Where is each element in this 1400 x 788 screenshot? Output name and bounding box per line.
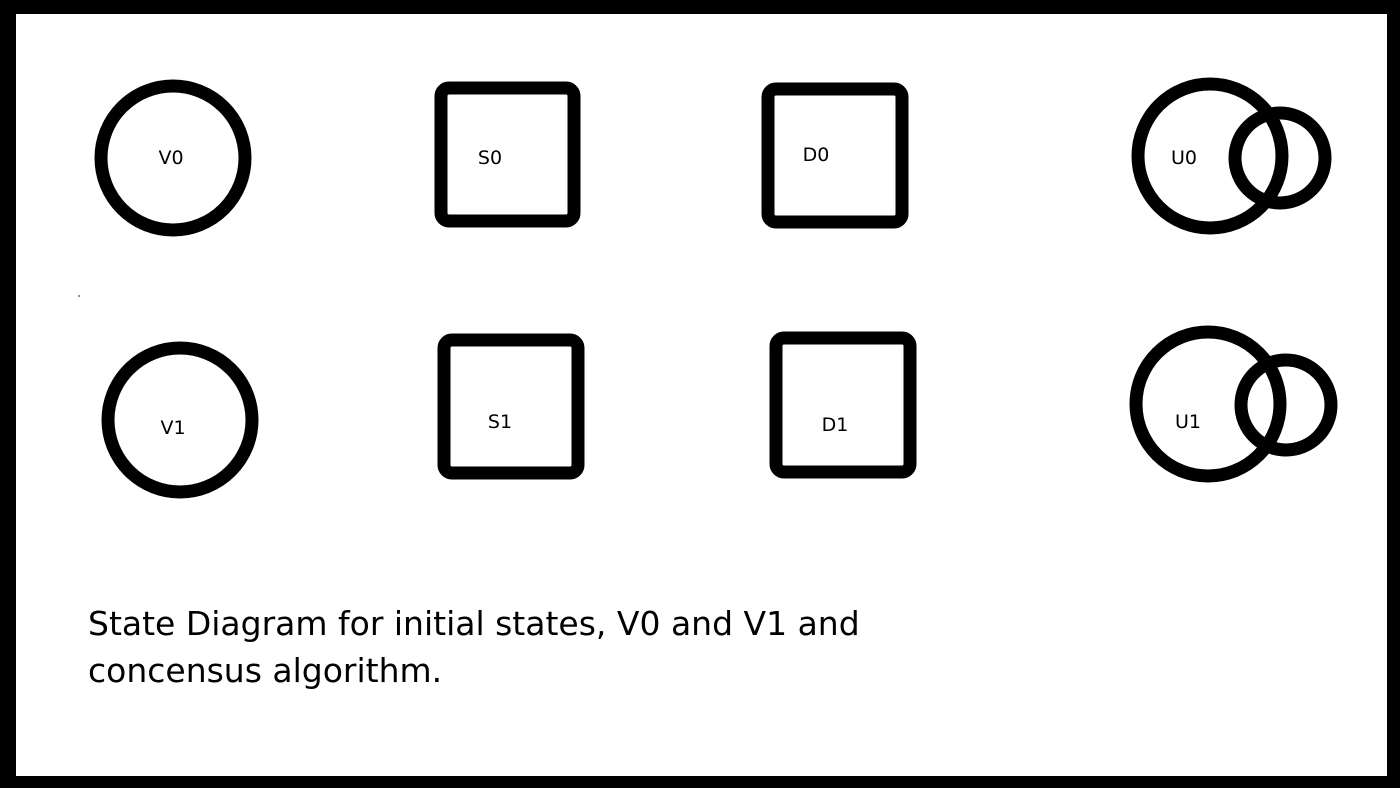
caption-line-1: State Diagram for initial states, V0 and… [88,604,860,643]
state-s1: S1 [437,333,585,480]
state-u0-outer-circle [1131,77,1289,235]
state-s0-square [434,81,581,228]
state-d1-label: D1 [822,414,849,436]
diagram-caption: State Diagram for initial states, V0 and… [88,600,868,694]
state-u0: U0 [1131,77,1332,235]
state-d0-label: D0 [803,144,830,166]
state-v1-circle [101,341,259,499]
caption-line-2: concensus algorithm. [88,651,443,690]
state-d1: D1 [769,331,917,479]
state-v0-label: V0 [158,147,183,169]
state-d1-square [769,331,917,479]
state-v1: V1 [101,341,259,499]
state-d0: D0 [761,82,909,229]
state-s0: S0 [434,81,581,228]
state-s1-label: S1 [488,411,512,433]
state-v0: V0 [94,79,252,237]
state-v1-label: V1 [160,417,185,439]
state-s1-square [437,333,585,480]
state-v0-circle [94,79,252,237]
state-u1-outer-circle [1129,325,1287,483]
state-d0-square [761,82,909,229]
state-u0-label: U0 [1171,147,1197,169]
state-u1-inner-circle [1234,353,1338,457]
state-s0-label: S0 [478,147,502,169]
state-u0-inner-circle [1228,106,1332,210]
state-u1-label: U1 [1175,411,1201,433]
state-u1: U1 [1129,325,1338,483]
stray-dot [78,295,80,297]
